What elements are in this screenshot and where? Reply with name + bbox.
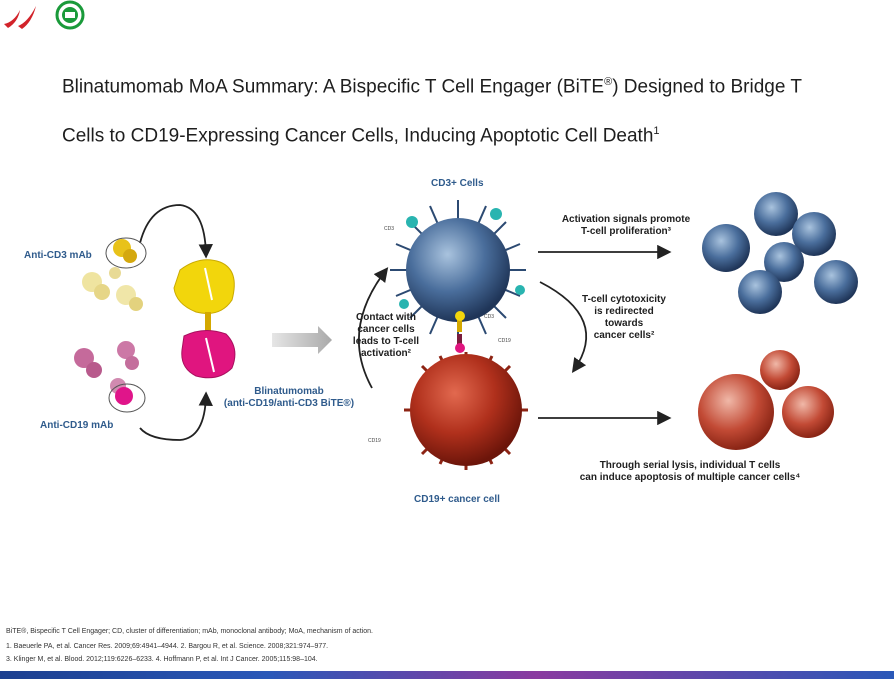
bite-bridge: [455, 311, 465, 353]
cytotoxicity-arrow: [539, 281, 588, 373]
curved-arrow-bottom: [139, 391, 213, 441]
bottom-accent-bar: [0, 671, 894, 679]
cd19-cancer-cell-label: CD19+ cancer cell: [414, 494, 500, 505]
anti-cd19-antibody: [74, 341, 146, 413]
cd19-tick-label: CD19: [368, 438, 381, 444]
curved-arrow-top: [139, 204, 213, 259]
apoptotic-cancer-cells: [698, 350, 834, 450]
lysis-text: Through serial lysis, individual T cells…: [579, 460, 801, 483]
brand-logo-green: [55, 0, 85, 30]
footnote-abbreviations: BiTE®, Bispecific T Cell Engager; CD, cl…: [6, 628, 373, 635]
cd3-tick-label: CD3: [384, 226, 395, 232]
gray-block-arrow: [272, 326, 332, 354]
anti-cd3-antibody: [82, 237, 147, 311]
footnote-refs-1: 1. Baeuerle PA, et al. Cancer Res. 2009;…: [6, 643, 329, 650]
page-title: Blinatumomab MoA Summary: A Bispecific T…: [62, 76, 802, 147]
footnote-refs-2: 3. Klinger M, et al. Blood. 2012;119:622…: [6, 656, 318, 663]
cd19-bridge-label: CD19: [498, 338, 511, 344]
t-cell: [390, 200, 526, 340]
moa-diagram: [74, 192, 858, 470]
brand-logo-red: [4, 6, 36, 29]
cancer-cell: [404, 352, 528, 470]
activation-text: Activation signals promote T-cell prolif…: [561, 214, 691, 237]
cytotoxicity-text: T-cell cytotoxicity is redirected toward…: [582, 294, 666, 341]
contact-text: Contact with cancer cells leads to T-cel…: [352, 312, 420, 359]
anti-cd3-label: Anti-CD3 mAb: [24, 250, 92, 261]
proliferated-t-cells: [702, 192, 858, 314]
blinatumomab-molecule: [173, 259, 236, 379]
blinatumomab-label: Blinatumomab (anti-CD19/anti-CD3 BiTE®): [223, 386, 355, 409]
cd3-bridge-label: CD3: [484, 314, 495, 320]
contact-arrow: [357, 267, 389, 389]
cd3-cells-label: CD3+ Cells: [431, 178, 484, 189]
anti-cd19-label: Anti-CD19 mAb: [40, 420, 114, 431]
